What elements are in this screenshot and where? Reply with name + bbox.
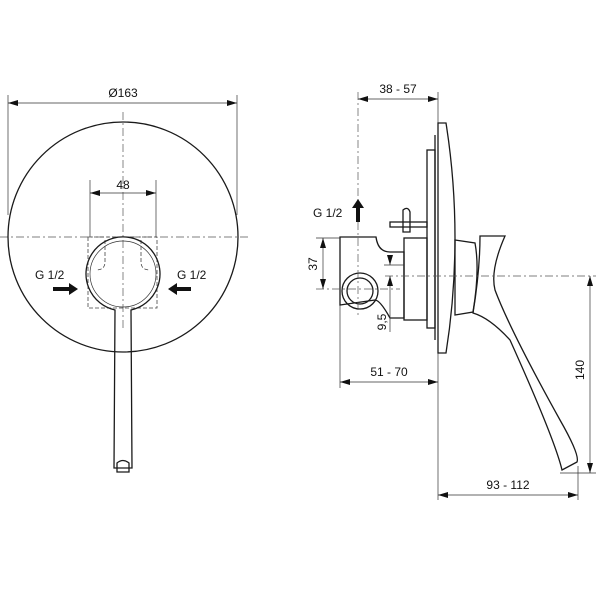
front-view: Ø163 48 G 1/2 G 1/2: [0, 86, 248, 473]
hidden-body-outline: [87, 236, 158, 309]
hidden-body-detail: [95, 240, 151, 271]
side-view: 38 - 57 G 1/2 37 9,5 51 - 70: [306, 82, 596, 500]
screw: [389, 221, 428, 228]
valve-cartridge: [403, 237, 428, 321]
outlet-arrow-icon: [352, 199, 364, 222]
cutout-label: 48: [116, 178, 130, 192]
mounting-plate: [426, 149, 436, 329]
lever-handle: [85, 236, 161, 469]
lever-hub-inner: [89, 240, 157, 308]
lever-base: [454, 239, 478, 316]
clip: [402, 207, 411, 233]
cover-plate-side: [437, 122, 456, 354]
inlet-right-label: G 1/2: [177, 268, 207, 282]
body-depth-label: 51 - 70: [370, 365, 408, 379]
pipe-connection-outer: [341, 272, 379, 310]
projection-label: 93 - 112: [486, 478, 529, 492]
lever-side: [472, 235, 579, 471]
lever-tip: [116, 459, 130, 473]
diameter-label: Ø163: [108, 86, 138, 100]
outlet-label: G 1/2: [313, 206, 343, 220]
inlet-left-label: G 1/2: [35, 268, 65, 282]
inlet-right-arrow-icon: [168, 283, 191, 295]
pipe-connection-inner: [346, 277, 374, 305]
pipe-height-label: 37: [306, 257, 320, 271]
cover-plate-circle: [7, 121, 239, 353]
wall-depth-label: 38 - 57: [379, 82, 417, 96]
inlet-left-arrow-icon: [53, 283, 78, 295]
offset-label: 9,5: [375, 313, 389, 330]
lever-drop-label: 140: [573, 360, 587, 380]
